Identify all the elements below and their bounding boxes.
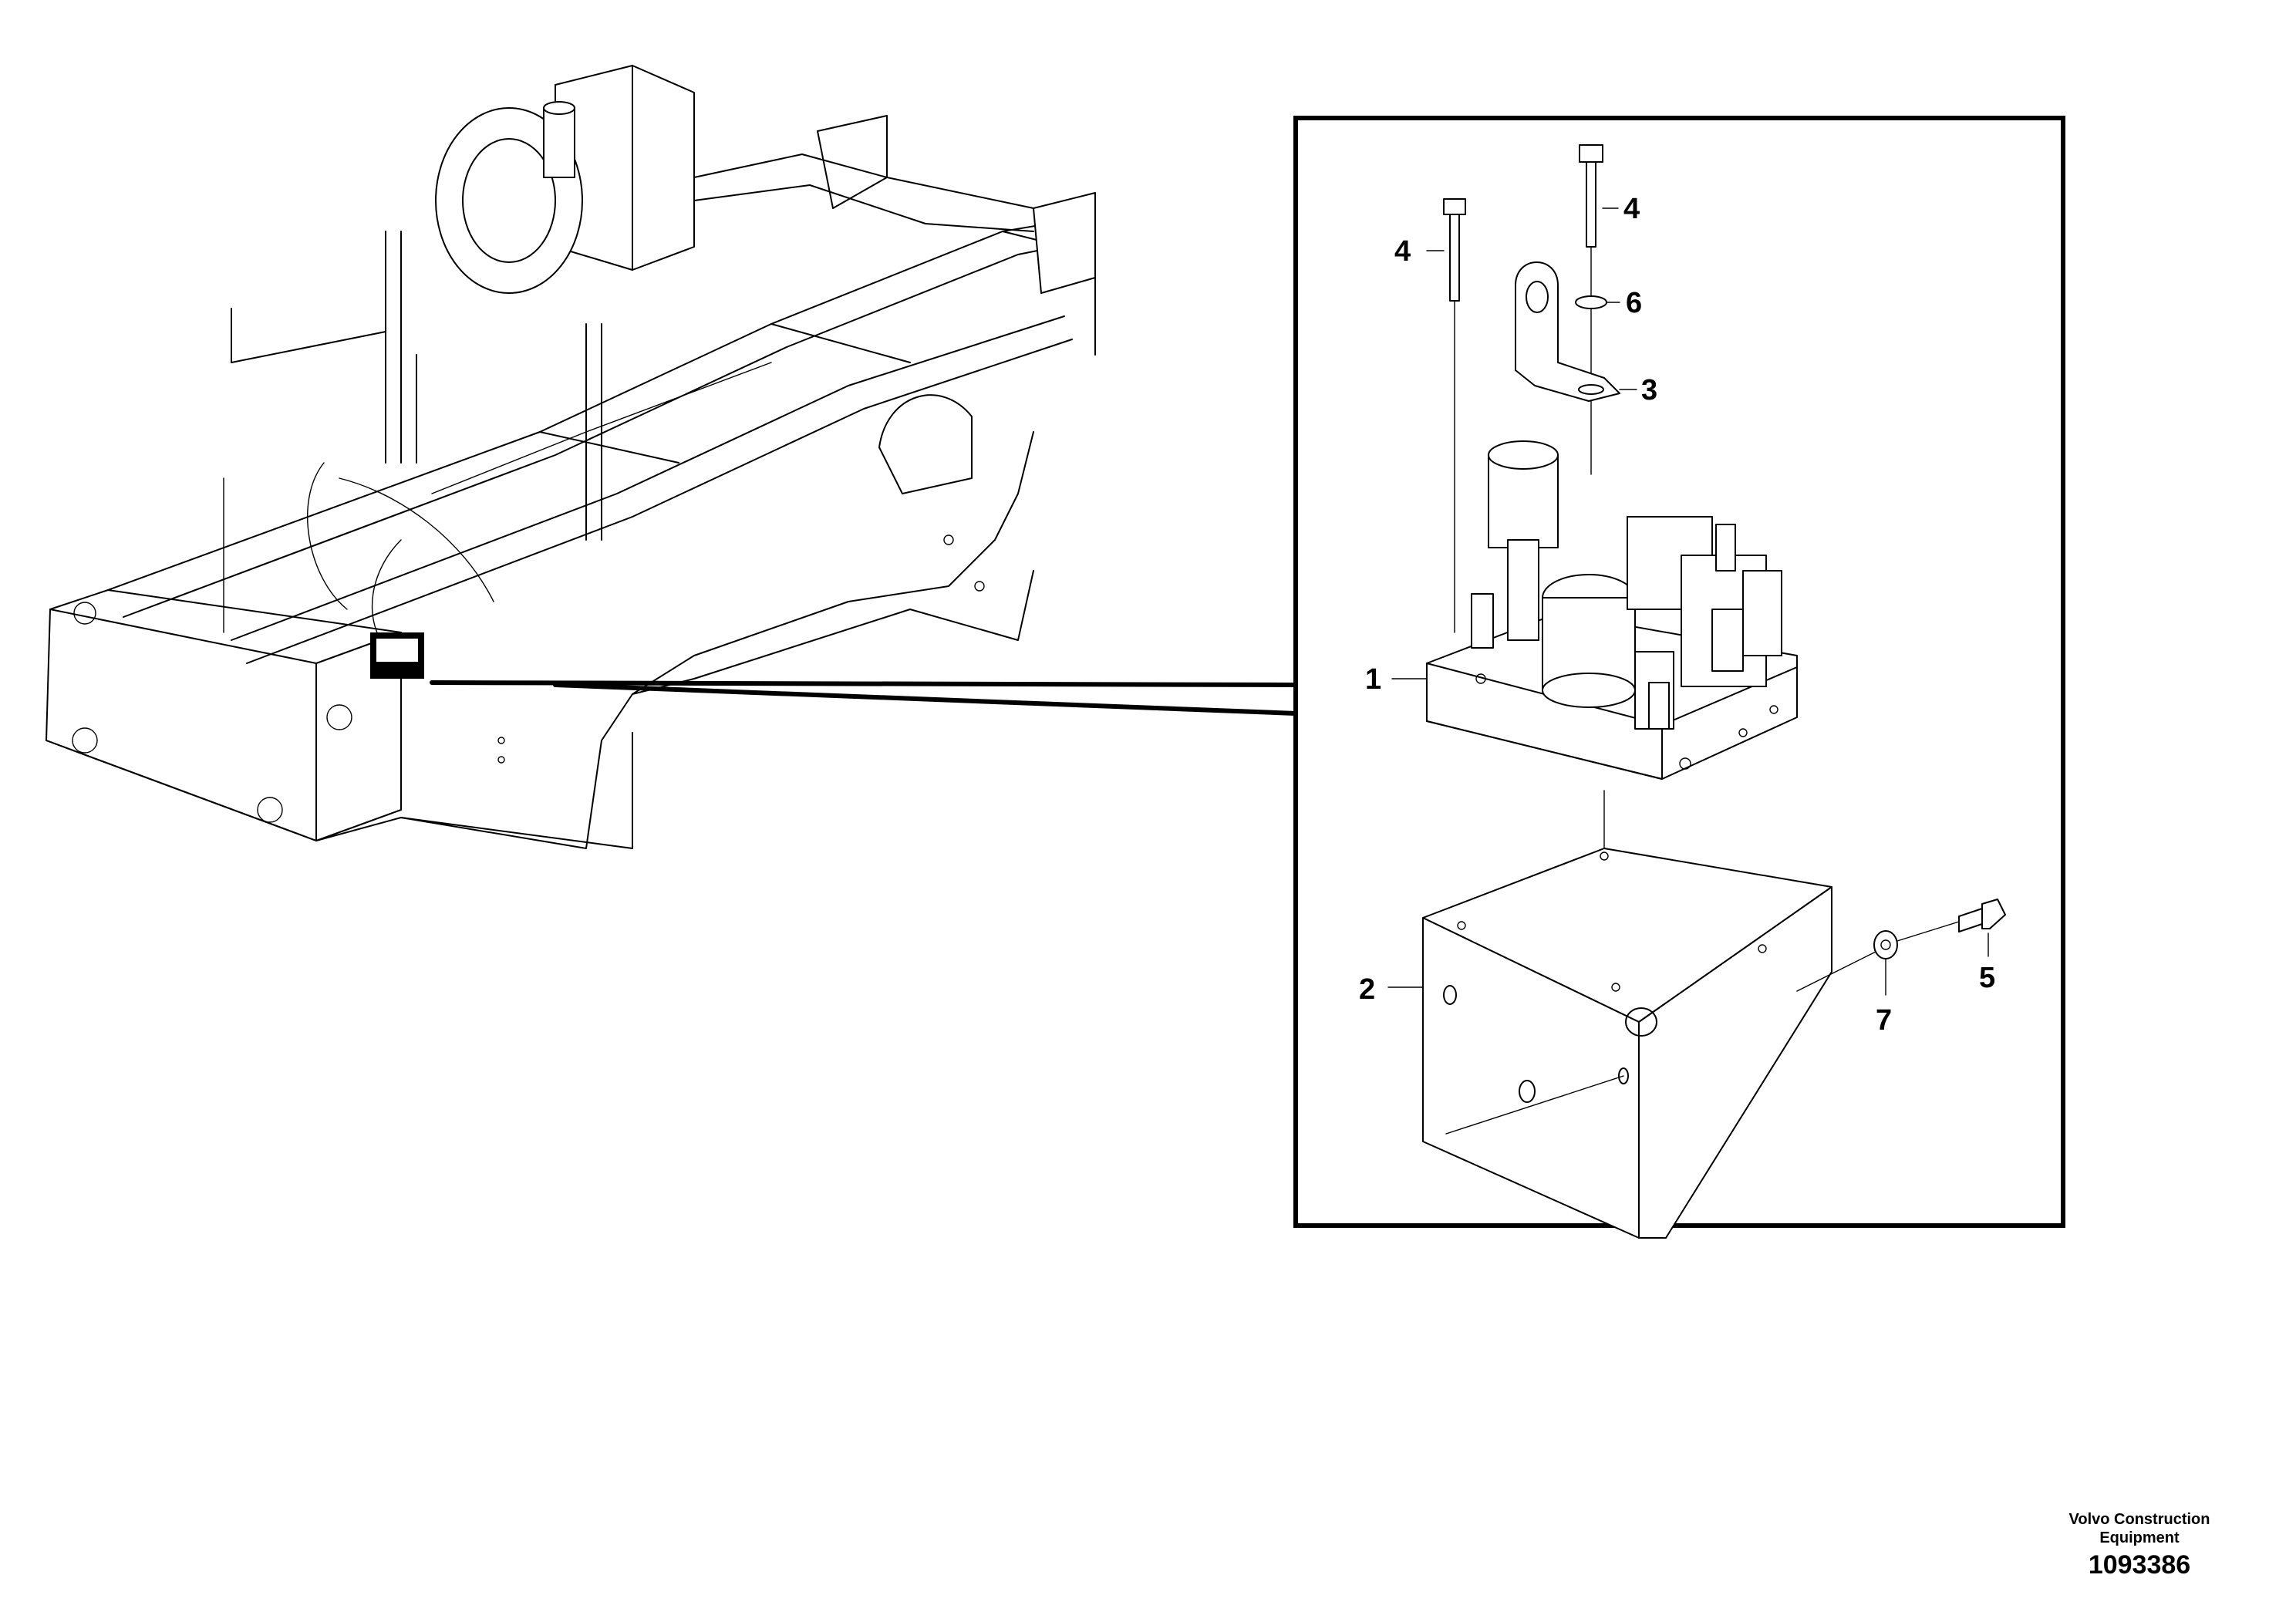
callout-4-left: 4 <box>1394 235 1411 268</box>
washer-6 <box>1575 295 1607 309</box>
bolt-4-right <box>1579 144 1603 298</box>
detail-leader-upper <box>430 680 1298 687</box>
detail-frame <box>1293 116 2065 1228</box>
callout-7: 7 <box>1876 1004 1892 1037</box>
brake-valve-1 <box>1426 440 1798 780</box>
document-number: 1093386 <box>2088 1550 2191 1580</box>
brand-label: Volvo Construction Equipment <box>2043 1510 2236 1547</box>
brand-line-2: Equipment <box>2099 1529 2180 1546</box>
bolt-4-left <box>1443 198 1466 633</box>
brand-line-1: Volvo Construction <box>2068 1511 2210 1528</box>
valve-location-marker <box>370 632 424 679</box>
bolt-5 <box>1958 899 2006 932</box>
cover-2 <box>1422 848 1832 1239</box>
detail-leader-lower <box>553 683 1298 716</box>
callout-3: 3 <box>1641 374 1657 406</box>
machine-frame-overview <box>46 65 1096 849</box>
callout-5: 5 <box>1979 962 1995 994</box>
washer-7 <box>1873 930 1898 959</box>
callout-1: 1 <box>1365 663 1381 696</box>
callout-6: 6 <box>1626 287 1642 319</box>
callout-2: 2 <box>1359 973 1375 1006</box>
callout-4-right: 4 <box>1623 193 1640 225</box>
bracket-3 <box>1515 261 1620 402</box>
